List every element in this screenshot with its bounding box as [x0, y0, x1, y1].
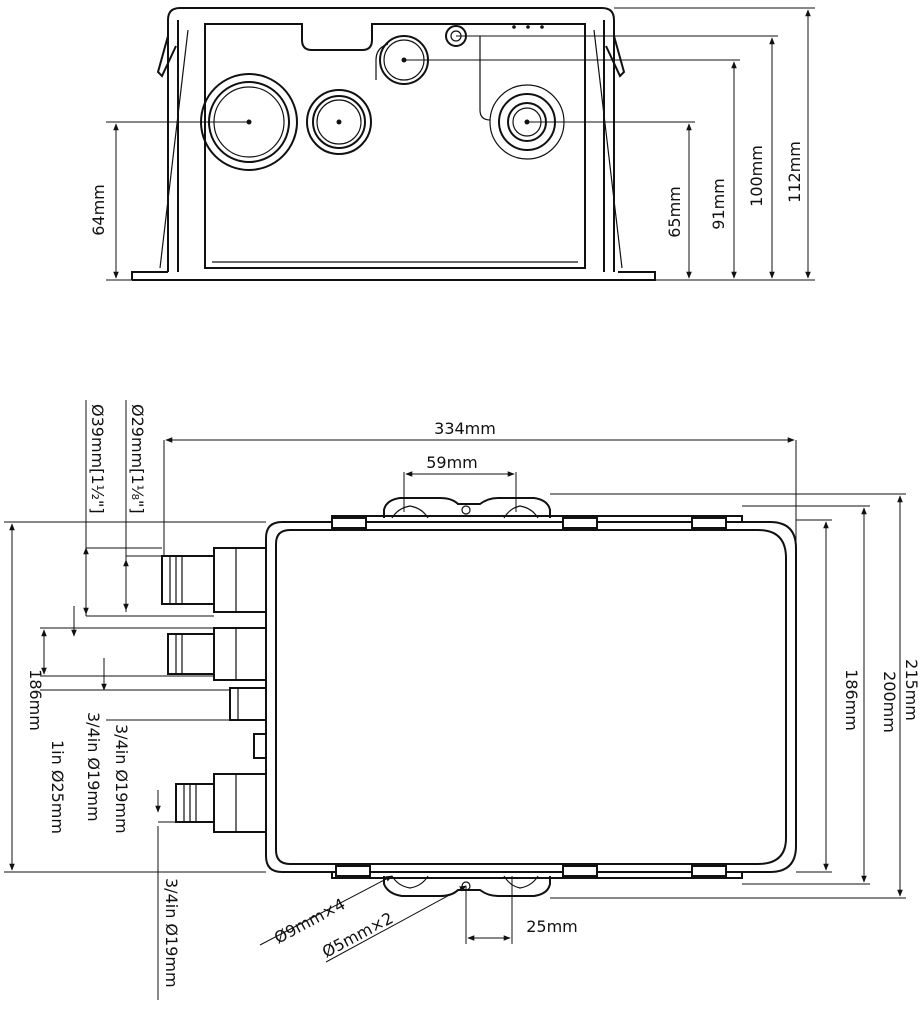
dim-top-334mm: 334mm: [434, 419, 496, 438]
dim-front-100mm: 100mm: [747, 145, 766, 207]
front-view: 64mm 65mm 91mm 100mm 112mm: [89, 7, 815, 281]
dim-front-65mm: 65mm: [665, 186, 684, 238]
label-port-p2: 1in Ø25mm: [48, 740, 67, 834]
dim-front-64mm: 64mm: [89, 184, 108, 236]
dim-front-112mm: 112mm: [785, 141, 804, 203]
dim-top-25mm: 25mm: [526, 917, 578, 936]
dim-top-59mm: 59mm: [426, 453, 478, 472]
label-port-p4: 3/4in Ø19mm: [162, 878, 181, 988]
label-port-p1: 3/4in Ø19mm: [112, 724, 131, 834]
dim-top-right-200mm: 200mm: [880, 671, 899, 733]
label-port-39mm: Ø39mm[1½"]: [88, 404, 107, 514]
dim-top-right-186mm: 186mm: [842, 669, 861, 731]
dim-top-left-186mm: 186mm: [26, 669, 45, 731]
dim-top-right-215mm: 215mm: [902, 659, 921, 721]
dim-front-91mm: 91mm: [709, 178, 728, 230]
label-port-p3: 3/4in Ø19mm: [84, 712, 103, 822]
top-view: 334mm 59mm 186mm 186mm 200mm 215mm Ø39mm…: [4, 400, 921, 1000]
label-port-29mm: Ø29mm[1⅛"]: [128, 404, 147, 514]
